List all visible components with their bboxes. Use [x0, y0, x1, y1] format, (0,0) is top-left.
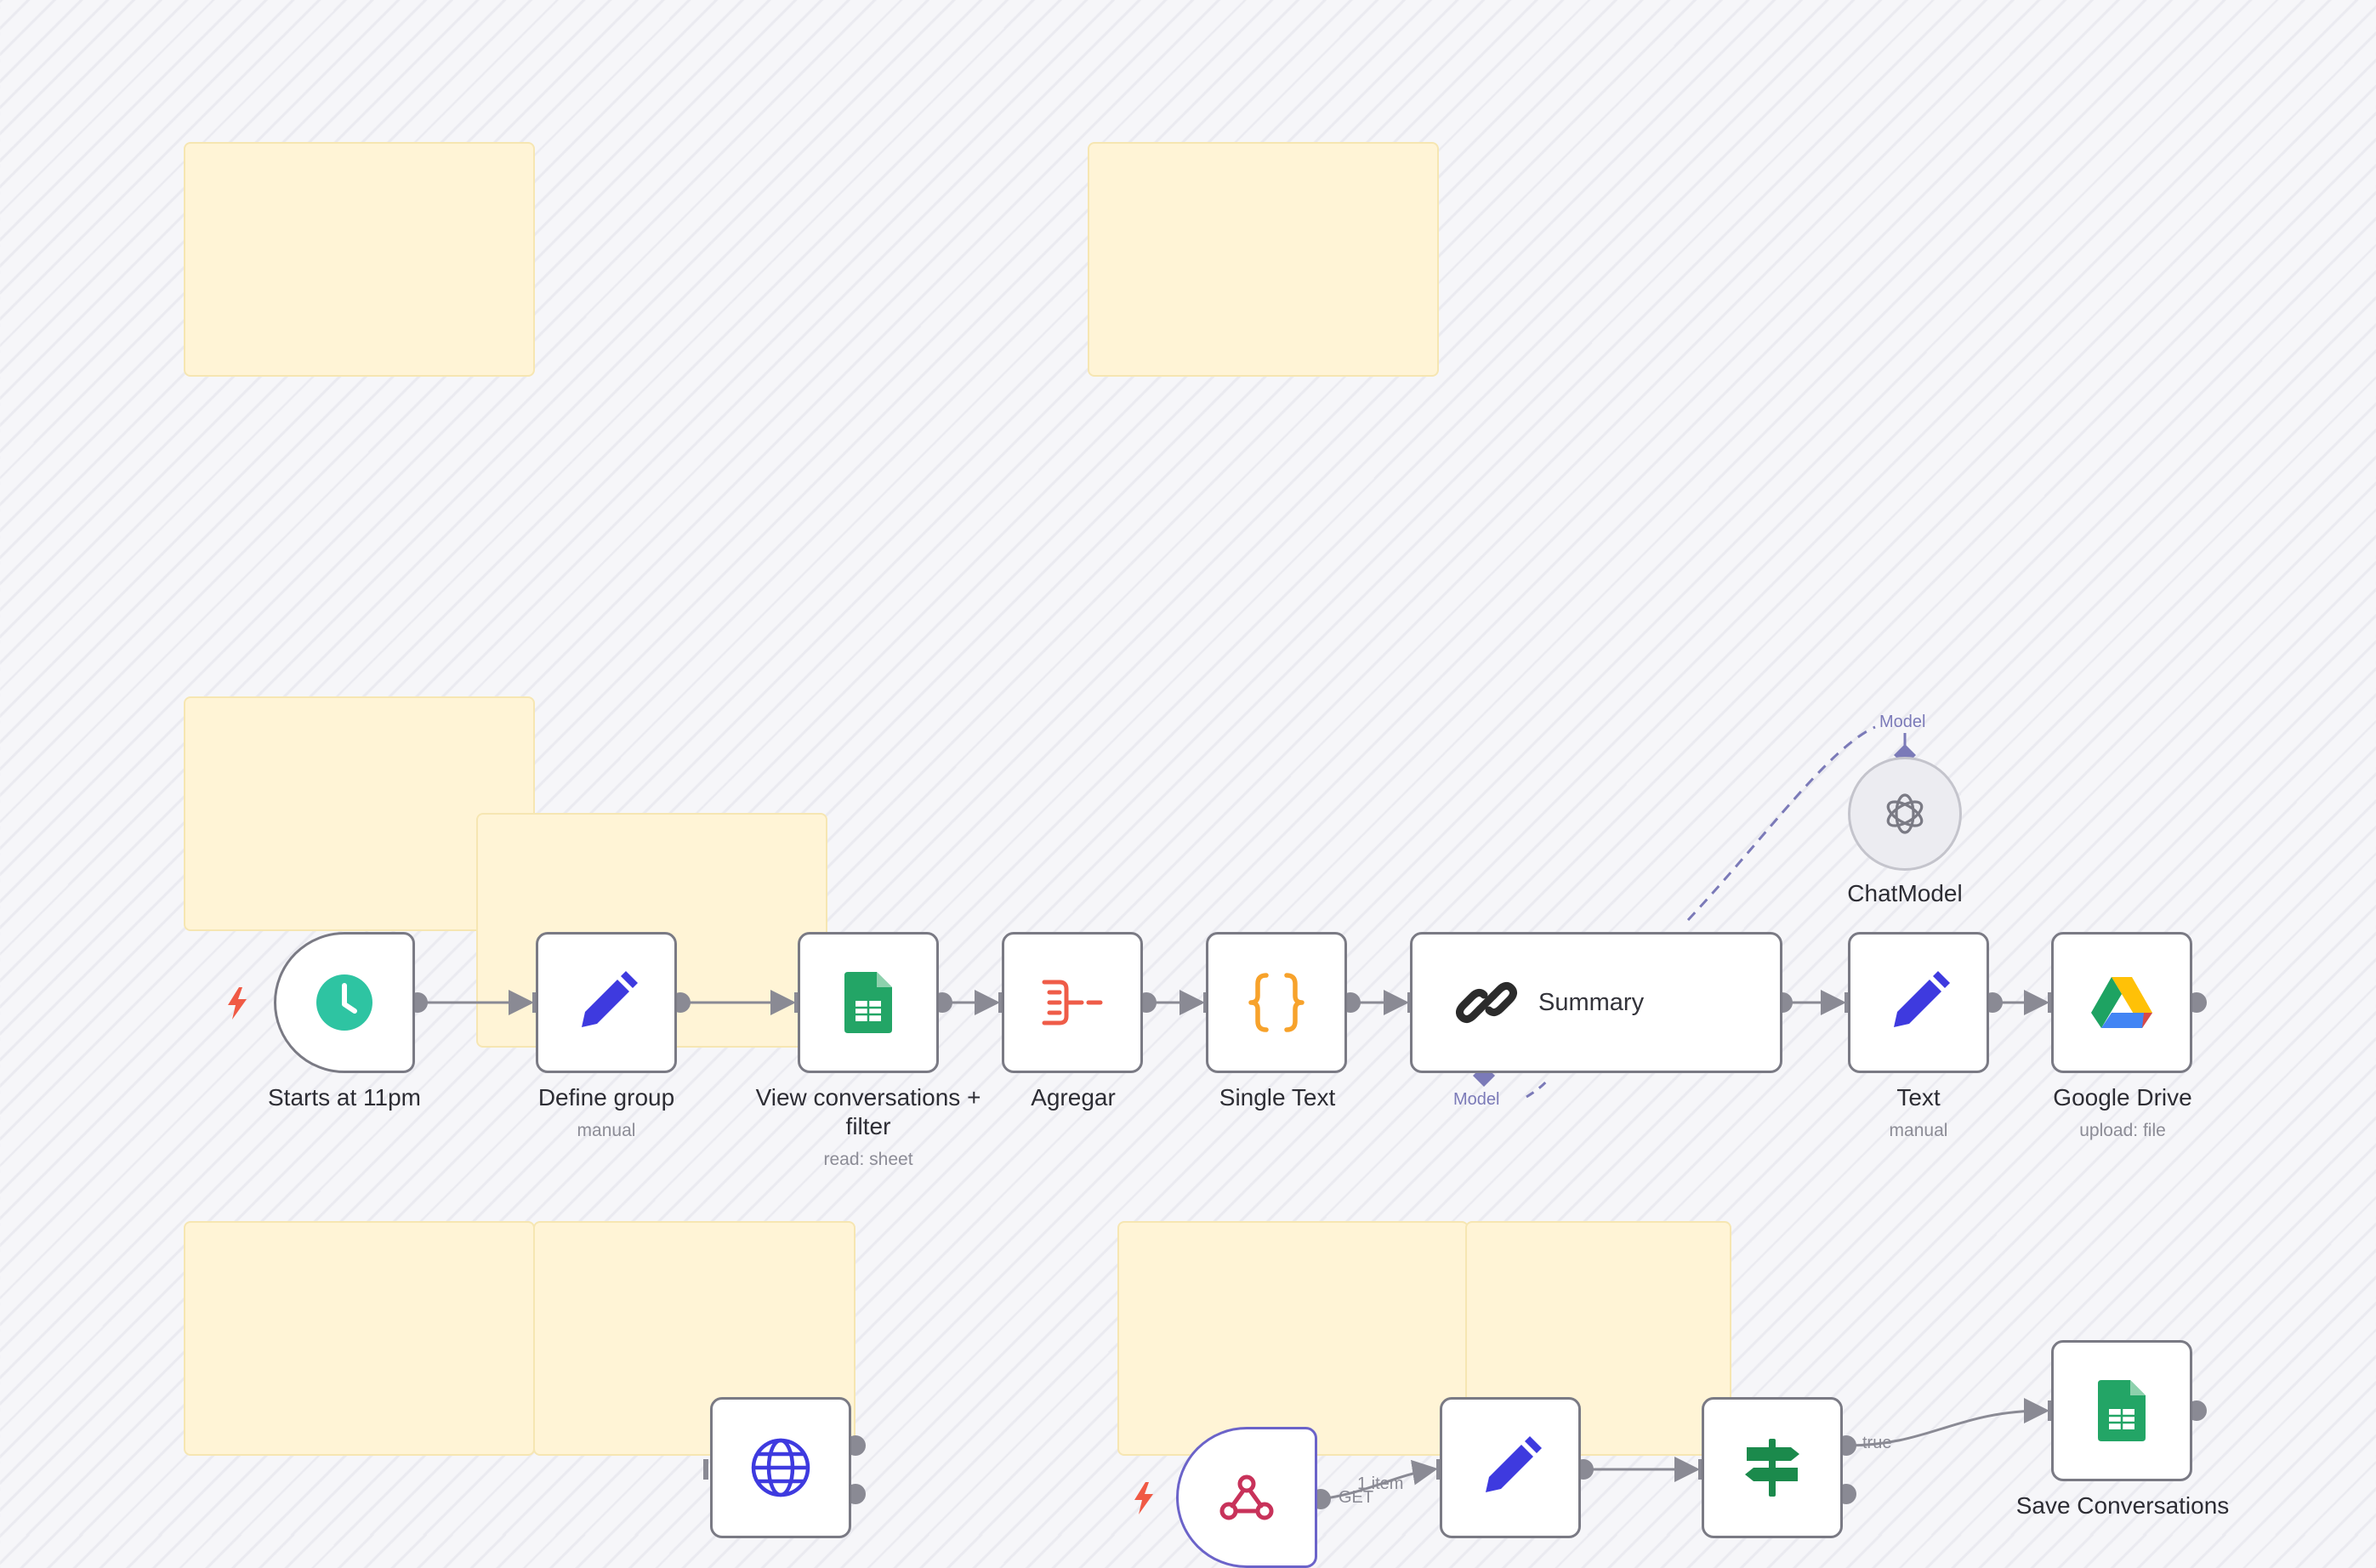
- single-text-node[interactable]: [1206, 932, 1347, 1073]
- node-label: Starts at 11pm: [267, 1084, 422, 1111]
- google-sheets-icon: [844, 972, 892, 1033]
- chat-model-node[interactable]: [1848, 757, 1962, 871]
- model-port-label: Model: [1879, 713, 1926, 731]
- edge-item-count: 1 item: [1357, 1474, 1404, 1493]
- if-node[interactable]: [1702, 1397, 1843, 1538]
- node-subtitle: manual: [1889, 1121, 1948, 1140]
- text-set-node[interactable]: [1848, 932, 1989, 1073]
- define-group-node[interactable]: [536, 932, 677, 1073]
- model-port-label: Model: [1453, 1090, 1500, 1109]
- pencil-icon: [1486, 1436, 1542, 1492]
- aggregate-node[interactable]: [1002, 932, 1143, 1073]
- node-label-line: filter: [845, 1113, 891, 1139]
- node-label: Text: [1896, 1084, 1941, 1111]
- node-label-line: View conversations +: [755, 1084, 981, 1111]
- pencil-icon: [1894, 971, 1950, 1027]
- node-label: Save Conversations: [2015, 1492, 2230, 1519]
- clock-icon: [316, 974, 372, 1031]
- edit-fields-node[interactable]: [1440, 1397, 1581, 1538]
- connection-line[interactable]: [1320, 1398, 2049, 1501]
- curly-braces-icon: [1248, 973, 1305, 1032]
- schedule-trigger-node[interactable]: [274, 932, 415, 1073]
- view-conversations-node[interactable]: [798, 932, 939, 1073]
- node-subtitle: manual: [577, 1121, 636, 1140]
- sticky-note[interactable]: [1117, 1221, 1469, 1456]
- aggregate-icon: [1042, 980, 1103, 1025]
- node-title: Summary: [1538, 988, 1645, 1016]
- pencil-icon: [582, 971, 638, 1027]
- sticky-note[interactable]: [1088, 142, 1439, 377]
- connections-layer: [407, 725, 2207, 1509]
- http-request-node[interactable]: [710, 1397, 851, 1538]
- node-label: View conversations + filter: [756, 1083, 981, 1141]
- signpost-icon: [1745, 1439, 1799, 1497]
- node-label: Define group: [537, 1084, 675, 1111]
- trigger-bolt-icon: [228, 987, 247, 1020]
- google-drive-node[interactable]: [2051, 932, 2192, 1073]
- node-label: Google Drive: [2053, 1084, 2192, 1111]
- trigger-bolt-icon: [1134, 1482, 1153, 1514]
- globe-icon: [751, 1438, 810, 1497]
- webhook-icon: [1219, 1474, 1274, 1520]
- summary-chain-node[interactable]: Summary: [1410, 932, 1782, 1073]
- node-subtitle: read: sheet: [823, 1150, 913, 1169]
- google-drive-icon: [2091, 977, 2152, 1028]
- openai-icon: [1886, 793, 1924, 834]
- node-label: Agregar: [1031, 1084, 1116, 1111]
- sticky-note[interactable]: [184, 1221, 535, 1456]
- node-label: Single Text: [1219, 1084, 1336, 1111]
- model-connection[interactable]: [1686, 725, 1876, 922]
- sticky-note[interactable]: [184, 142, 535, 377]
- webhook-method-label: GET: [1339, 1488, 1374, 1507]
- save-conversations-node[interactable]: [2051, 1340, 2192, 1481]
- node-label: ChatModel: [1847, 880, 1963, 906]
- node-subtitle: upload: file: [2079, 1121, 2166, 1140]
- google-sheets-icon: [2098, 1380, 2146, 1441]
- link-icon: [1455, 981, 1518, 1024]
- true-branch-label: true: [1862, 1434, 1892, 1452]
- webhook-trigger-node[interactable]: [1176, 1427, 1317, 1568]
